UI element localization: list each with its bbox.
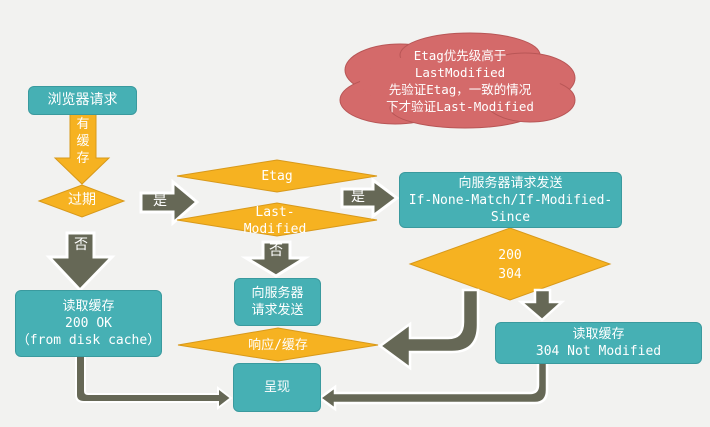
cloud-shape — [339, 32, 576, 129]
expired-label: 过期 — [68, 192, 96, 208]
last-modified-label: Last-Modified — [243, 205, 307, 237]
yes-label-1: 是 — [153, 193, 167, 209]
cloud-note: Etag优先级高于 LastModified 先验证Etag，一致的情况 下才验… — [340, 47, 580, 115]
yes-label-2: 是 — [351, 189, 365, 205]
cloud-line: 下才验证Last-Modified — [386, 99, 534, 114]
response-cache-label: 响应/缓存 — [248, 338, 308, 353]
send-request-box: 向服务器 请求发送 — [234, 278, 321, 326]
response-cache-diamond — [177, 327, 379, 362]
read-cache-disk-box: 读取缓存 200 OK （from disk cache） — [15, 290, 162, 357]
yes-arrow-2 — [340, 177, 400, 219]
etag-diamond — [176, 159, 378, 193]
box-line: 向服务器请求发送 — [458, 175, 563, 191]
arrow-304-down — [517, 288, 566, 322]
browser-request-box: 浏览器请求 — [28, 86, 137, 115]
arrow-304-to-render — [317, 360, 549, 412]
cloud-line: LastModified — [414, 65, 506, 80]
box-line: 304 Not Modified — [535, 344, 662, 359]
status-200: 200 — [498, 248, 522, 263]
no-label-1: 否 — [74, 237, 88, 253]
box-line: 请求发送 — [251, 303, 304, 318]
yes-arrow-1 — [139, 178, 200, 227]
box-line: 读取缓存 — [62, 299, 115, 314]
no-label-2: 否 — [269, 243, 283, 259]
has-cache-label: 有缓存 — [76, 117, 90, 166]
render-box: 呈现 — [233, 363, 321, 412]
no-arrow-2 — [240, 240, 311, 278]
box-line: 200 OK — [65, 316, 112, 331]
no-arrow-1 — [45, 231, 116, 293]
cloud-line: Etag优先级高于 — [413, 48, 507, 63]
send-request-conditional-box: 向服务器请求发送 If-None-Match/If-Modified- Sinc… — [399, 172, 622, 228]
box-line: Since — [490, 209, 531, 225]
box-line: If-None-Match/If-Modified- — [408, 192, 613, 208]
expired-diamond — [37, 184, 126, 218]
has-cache-arrow — [53, 113, 111, 185]
read-cache-304-box: 读取缓存 304 Not Modified — [495, 322, 702, 364]
cloud-line: 先验证Etag，一致的情况 — [388, 82, 532, 97]
arrow-200-to-response — [377, 288, 480, 371]
arrow-disk-to-render — [75, 355, 233, 411]
status-label: 200 304 — [480, 246, 540, 284]
etag-label: Etag — [261, 169, 293, 184]
status-diamond — [408, 227, 612, 301]
last-modified-diamond — [176, 202, 378, 237]
box-line: （from disk cache） — [16, 333, 161, 348]
status-304: 304 — [498, 267, 522, 282]
box-line: 向服务器 — [251, 286, 304, 301]
box-line: 读取缓存 — [572, 327, 625, 342]
